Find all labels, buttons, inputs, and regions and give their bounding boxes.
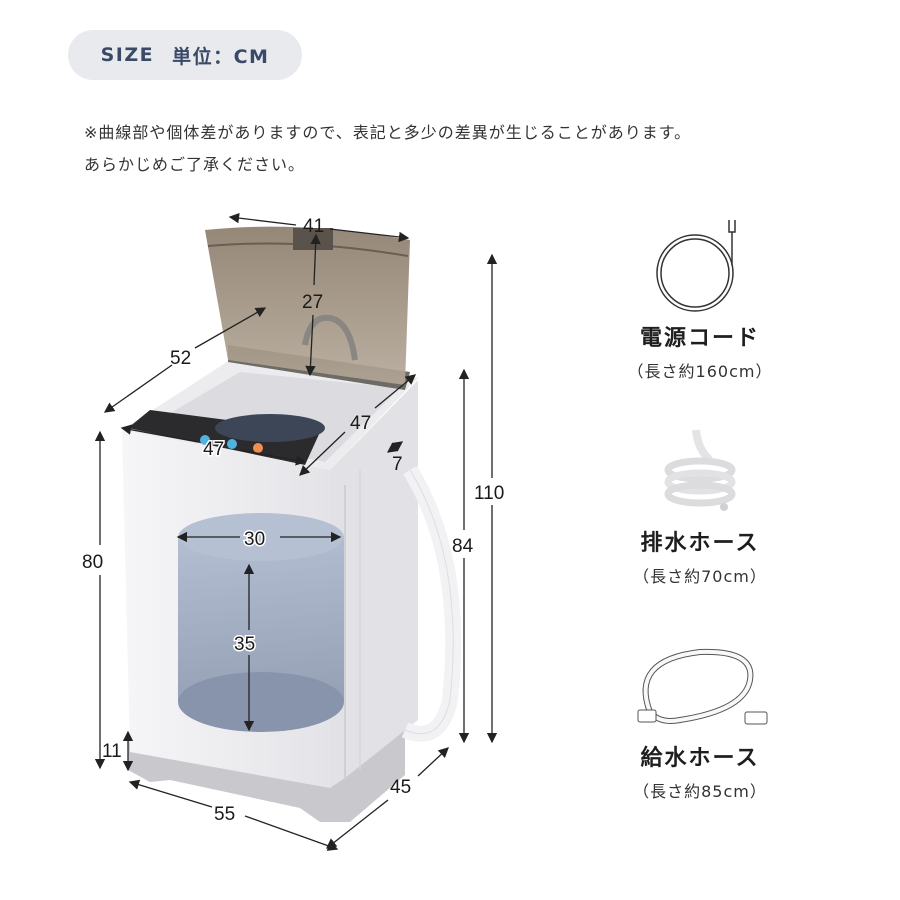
accessory-length: （長さ約160cm） [627,362,773,381]
water-supply-hose-icon [637,648,768,725]
accessory-length: （長さ約70cm） [633,567,767,586]
dim-lid-height: 27 [302,292,323,313]
dim-base-height: 11 [102,741,122,762]
dim-body-height: 80 [82,552,103,573]
washing-machine [122,226,462,822]
size-unit-badge: SIZE 単位：CM [68,30,302,80]
accessory-name: 給水ホース [640,746,760,771]
dim-height-lid-open: 110 [474,483,504,504]
accessory-power-cord: 電源コード （長さ約160cm） [600,210,800,382]
unit-label: 単位：CM [172,45,270,68]
accessory-name: 電源コード [639,326,760,351]
accessory-drain-hose: 排水ホース （長さ約70cm） [600,425,800,587]
power-cord-icon [656,220,736,312]
dim-tub-depth: 35 [234,634,255,655]
dim-height-to-top: 84 [452,536,474,557]
dim-base-width: 55 [214,804,235,825]
dim-opening-width: 47 [203,439,224,460]
dim-tub-diameter: 30 [244,529,265,550]
drain-hose-icon [664,429,736,511]
dim-hose-offset: 7 [392,454,403,475]
tub-cutaway [178,513,344,732]
disclaimer-line-1: ※曲線部や個体差がありますので、表記と多少の差異が生じることがあります。 [84,123,692,142]
dim-base-depth: 45 [390,777,411,798]
accessory-name: 排水ホース [640,531,760,556]
dim-lid-width: 41 [303,216,324,237]
size-label: SIZE [100,44,155,66]
accessory-water-supply-hose: 給水ホース （長さ約85cm） [600,640,800,802]
disclaimer-line-2: あらかじめご了承ください。 [84,155,306,174]
accessory-length: （長さ約85cm） [633,782,767,801]
dim-top-side-depth: 47 [350,413,371,434]
dim-top-depth: 52 [170,348,191,369]
dimension-lines [94,212,498,851]
